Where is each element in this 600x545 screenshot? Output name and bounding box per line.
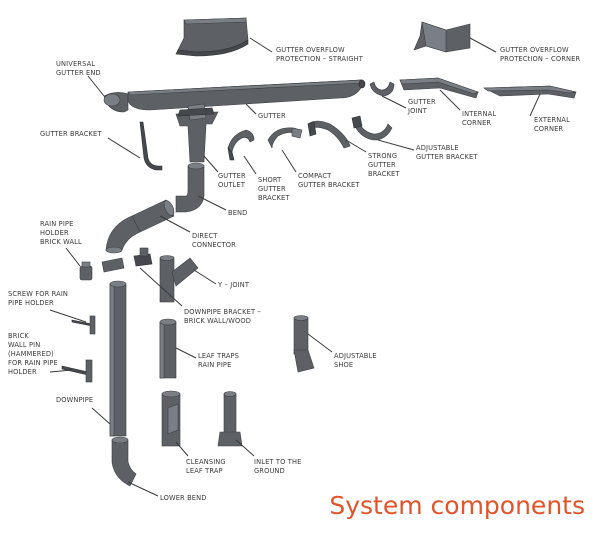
gutter-bracket-part — [139, 121, 163, 171]
direct-connector-part — [131, 199, 175, 233]
brick-wall-pin-part — [61, 359, 93, 383]
external-corner-part — [483, 85, 577, 99]
label-compact-gutter-bracket: COMPACT GUTTER BRACKET — [298, 171, 360, 189]
label-screw-rain-pipe-holder: SCREW FOR RAIN PIPE HOLDER — [8, 289, 70, 307]
label-external-corner: EXTERNAL CORNER — [534, 115, 572, 133]
label-adjustable-shoe: ADJUSTABLE SHOE — [334, 351, 379, 369]
label-overflow-straight: GUTTER OVERFLOW PROTECTION – STRAIGHT — [276, 45, 364, 63]
parts-illustrations — [61, 17, 577, 487]
gutter-joint-part — [369, 81, 395, 97]
label-gutter-joint: GUTTER JOINT — [407, 97, 438, 115]
adjustable-shoe-part — [293, 315, 315, 373]
label-universal-gutter-end: UNIVERSAL GUTTER END — [56, 59, 101, 77]
label-rain-pipe-holder: RAIN PIPE HOLDER BRICK WALL — [40, 219, 82, 246]
label-lower-bend: LOWER BEND — [160, 493, 207, 502]
leaf-traps-part — [159, 318, 177, 379]
y-joint-part — [159, 255, 199, 303]
compact-gutter-bracket-part — [267, 127, 303, 149]
bend-lower-left-part — [105, 215, 141, 254]
label-leaf-traps: LEAF TRAPS RAIN PIPE — [198, 351, 241, 369]
label-internal-corner: INTERNAL CORNER — [462, 109, 499, 127]
universal-gutter-end-part — [103, 92, 129, 113]
gutter-outlet-part — [175, 103, 219, 163]
downpipe-bracket-part — [101, 247, 153, 273]
label-cleansing-leaf-trap: CLEANSING LEAF TRAP — [186, 457, 228, 475]
label-adjustable-gutter-bracket: ADJUSTABLE GUTTER BRACKET — [416, 143, 478, 161]
label-overflow-corner: GUTTER OVERFLOW PROTECtION – CORNER — [500, 45, 580, 63]
gutter-part — [127, 79, 366, 111]
rain-pipe-holder-part — [79, 261, 93, 281]
strong-gutter-bracket-part — [307, 120, 351, 149]
internal-corner-part — [399, 77, 479, 99]
bend-part — [175, 162, 205, 213]
leader-lines — [49, 37, 541, 497]
label-short-gutter-bracket: SHORT GUTTER BRACKET — [258, 175, 290, 202]
gutter-overflow-corner-part — [413, 21, 471, 53]
inlet-ground-part — [217, 391, 243, 447]
label-gutter-outlet: GUTTER OUTLET — [218, 171, 248, 189]
screw-part — [71, 315, 96, 335]
label-bend: BEND — [228, 208, 247, 217]
label-gutter: GUTTER — [258, 111, 286, 120]
label-downpipe-bracket: DOWNPIPE BRACKET – BRICK WALL/WOOD — [184, 307, 263, 325]
label-brick-wall-pin: BRICK WALL PIN (HAMMERED) FOR RAIN PIPE … — [8, 331, 60, 376]
downpipe-part — [109, 280, 127, 437]
label-strong-gutter-bracket: STRONG GUTTER BRACKET — [368, 151, 400, 178]
lower-bend-part — [111, 436, 137, 487]
gutter-overflow-straight-part — [175, 17, 249, 57]
adjustable-gutter-bracket-part — [351, 115, 393, 141]
label-downpipe: DOWNPIPE — [56, 395, 93, 404]
label-y-joint: Y – JOINT — [217, 280, 250, 289]
page-title: System components — [329, 491, 585, 520]
label-direct-connector: DIRECT CONNECTOR — [192, 231, 236, 249]
cleansing-leaf-trap-part — [161, 390, 181, 447]
label-gutter-bracket: GUTTER BRACKET — [40, 129, 102, 138]
label-inlet-ground: INLET TO THE GROUND — [254, 457, 304, 475]
short-gutter-bracket-part — [227, 129, 255, 161]
component-labels: GUTTER OVERFLOW PROTECTION – STRAIGHT GU… — [8, 45, 580, 502]
